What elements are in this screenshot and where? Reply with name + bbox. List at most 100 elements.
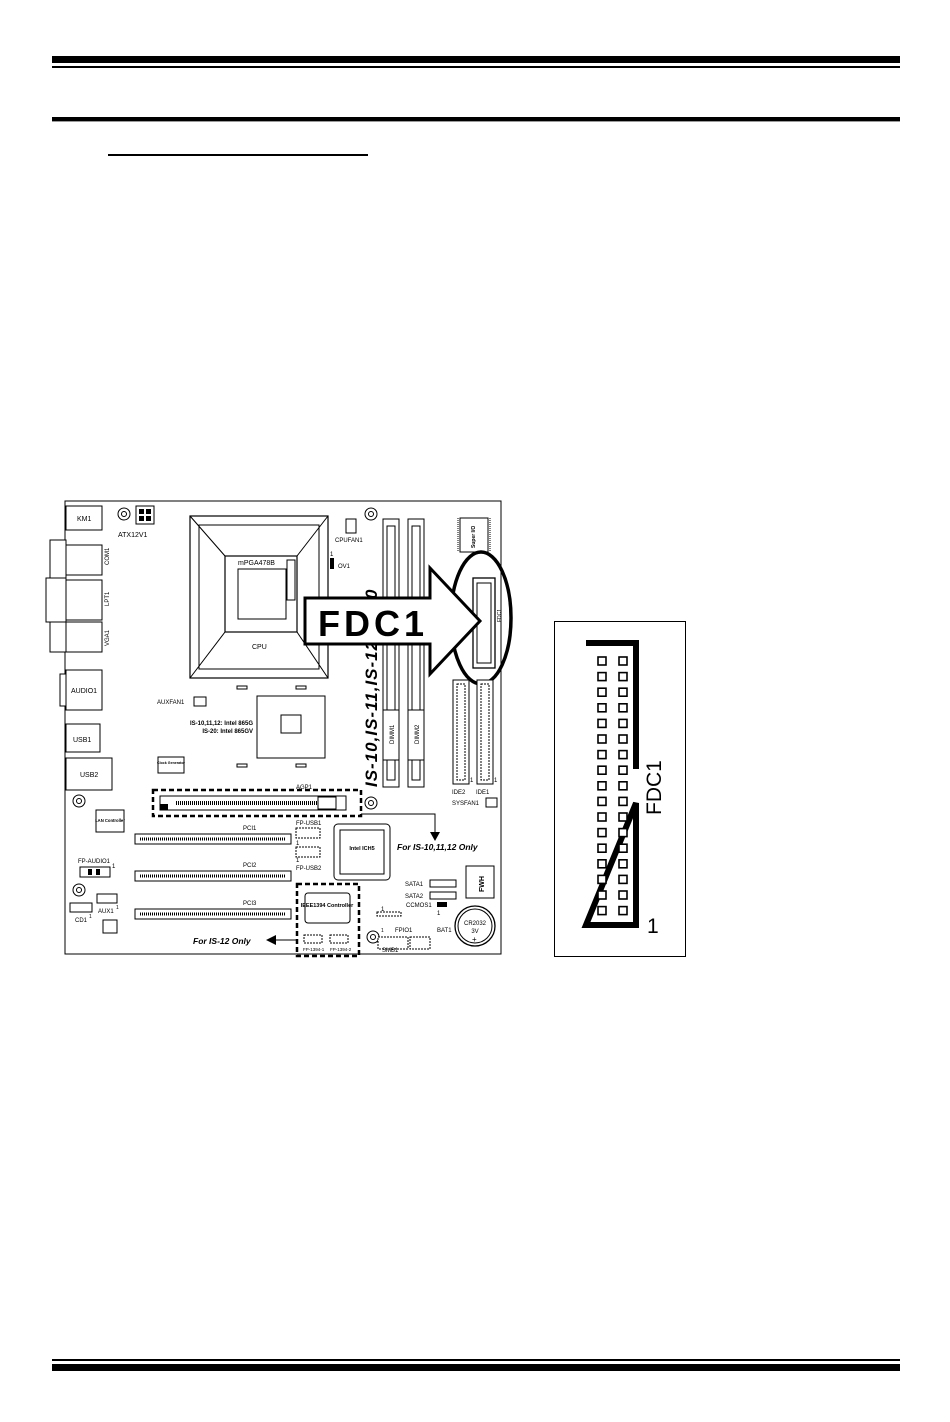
vga1-label: VGA1 <box>105 629 111 646</box>
motherboard-layout-diagram: KM1 ATX12V1 COM1 LPT1 VGA1 AUDIO1 USB1 U… <box>45 500 513 958</box>
pci1-label: PCI1 <box>243 826 257 832</box>
auxfan1-header <box>193 696 207 707</box>
dimm1-label: DIMM1 <box>390 724 396 744</box>
mount-hole <box>72 794 86 808</box>
section-heading-underline <box>108 154 368 156</box>
atx12v1-pin <box>139 516 144 521</box>
agp1-dashed-box <box>151 788 363 818</box>
auxfan1-label: AUXFAN1 <box>157 700 185 706</box>
clock-generator-chip <box>157 756 185 774</box>
ide1-label: IDE1 <box>476 790 490 796</box>
mount-hole <box>364 507 378 521</box>
usb1-label: USB1 <box>73 737 91 744</box>
atx12v1-pin <box>146 509 151 514</box>
ieee1394-dashed-box <box>295 882 361 958</box>
socket-corner-line <box>189 631 226 679</box>
fdc1-pin <box>597 781 607 791</box>
dimm1-inner <box>386 525 396 781</box>
fp-audio1-jumper <box>88 869 92 875</box>
fdc1-pin <box>597 905 607 916</box>
sata1-label: SATA1 <box>405 882 424 888</box>
battery-inner <box>457 908 493 944</box>
fdc1-pin <box>597 796 607 807</box>
clock-generator-label: Clock Generator <box>157 761 186 765</box>
mount-hole-inner <box>368 800 374 806</box>
battery-cr2032 <box>454 905 496 947</box>
fdc1-detail-pin1: 1 <box>647 915 659 938</box>
sysfan1-header <box>485 797 498 808</box>
fp-usb1-label: FP-USB1 <box>296 821 322 827</box>
sysfan1-label: SYSFAN1 <box>452 801 480 807</box>
mount-hole-inner <box>368 511 374 517</box>
fdc1-pin <box>618 734 628 744</box>
fdc1-pin <box>597 874 607 885</box>
fp1394-1-label: FP-1394-1 <box>303 947 325 952</box>
fdc1-pin <box>597 859 607 869</box>
lpt1-label: LPT1 <box>105 591 111 606</box>
ide2-label: IDE2 <box>452 790 466 796</box>
fdc1-pin <box>618 796 628 807</box>
ieee1394-pointer-arrowhead <box>266 935 276 945</box>
fp-usb1-pin1: 1 <box>296 841 300 847</box>
fdc1-callout-label: FDC1 <box>318 603 428 644</box>
mount-hole <box>364 796 378 810</box>
fdc1-pin <box>618 812 628 822</box>
super-io-chip <box>459 517 489 553</box>
ov1-pin1: 1 <box>330 552 334 558</box>
fdc1-pin <box>618 656 628 666</box>
fp-usb2-header <box>295 846 321 858</box>
smb1-header <box>376 911 402 917</box>
fp-audio1-header <box>79 866 111 878</box>
cd1-header <box>69 902 93 913</box>
ov1-jumper <box>330 558 334 569</box>
fdc1-pin <box>597 765 607 775</box>
smd-component <box>295 685 307 690</box>
fdc1-pin <box>597 671 607 682</box>
agp1-pointer-line <box>361 813 436 834</box>
ccmos1-pin1: 1 <box>437 911 441 917</box>
agp1-retainer <box>317 796 337 810</box>
dimm2-label: DIMM2 <box>415 724 421 744</box>
mount-hole <box>72 883 86 897</box>
fdc1-pin <box>618 687 628 697</box>
mount-hole <box>117 507 131 521</box>
smd-component <box>236 685 248 690</box>
fdc1-pin <box>597 734 607 744</box>
fdc1-pin <box>597 812 607 822</box>
socket-lever <box>286 559 296 601</box>
sata1-connector <box>429 879 457 888</box>
km1-connector <box>65 505 103 531</box>
dimm2-label-box <box>407 709 425 761</box>
fpio1-label: FPIO1 <box>395 928 413 934</box>
fwh-label: FWH <box>479 876 486 892</box>
fp-audio1-jumper <box>96 869 100 875</box>
note-is101112: For IS-10,11,12 Only <box>397 842 479 852</box>
fdc1-detail-shroud <box>581 640 639 928</box>
fdc1-pin <box>618 718 628 729</box>
aux1-header <box>96 893 118 904</box>
mount-hole-inner <box>370 934 376 940</box>
fp1394-2-label: FP-1394-2 <box>330 947 352 952</box>
socket-corner-line <box>296 515 329 557</box>
header-rule-bottom <box>52 117 900 121</box>
aux1-label: AUX1 <box>98 909 114 915</box>
socket-corner-line <box>189 515 226 557</box>
fdc1-pin <box>618 874 628 885</box>
mount-hole-inner <box>121 511 127 517</box>
smd-component <box>236 763 248 768</box>
pci3-label: PCI3 <box>243 901 257 907</box>
chipset-note-line1: IS-10,11,12: Intel 865G <box>190 721 253 727</box>
fpio1-header-2 <box>409 936 431 950</box>
atx12v1-label: ATX12V1 <box>118 532 148 539</box>
header-rule-top <box>52 56 900 63</box>
fp-audio1-label: FP-AUDIO1 <box>78 859 111 865</box>
atx12v1-pin <box>139 509 144 514</box>
ide1-pins <box>480 683 490 781</box>
fdc1-pin <box>618 827 628 838</box>
smd-component <box>295 763 307 768</box>
ide1-connector <box>476 679 494 785</box>
vga1-body <box>65 621 103 653</box>
fdc1-pin <box>618 749 628 760</box>
com1-label: COM1 <box>105 547 111 565</box>
ich5-label: Intel ICH5 <box>349 846 374 852</box>
